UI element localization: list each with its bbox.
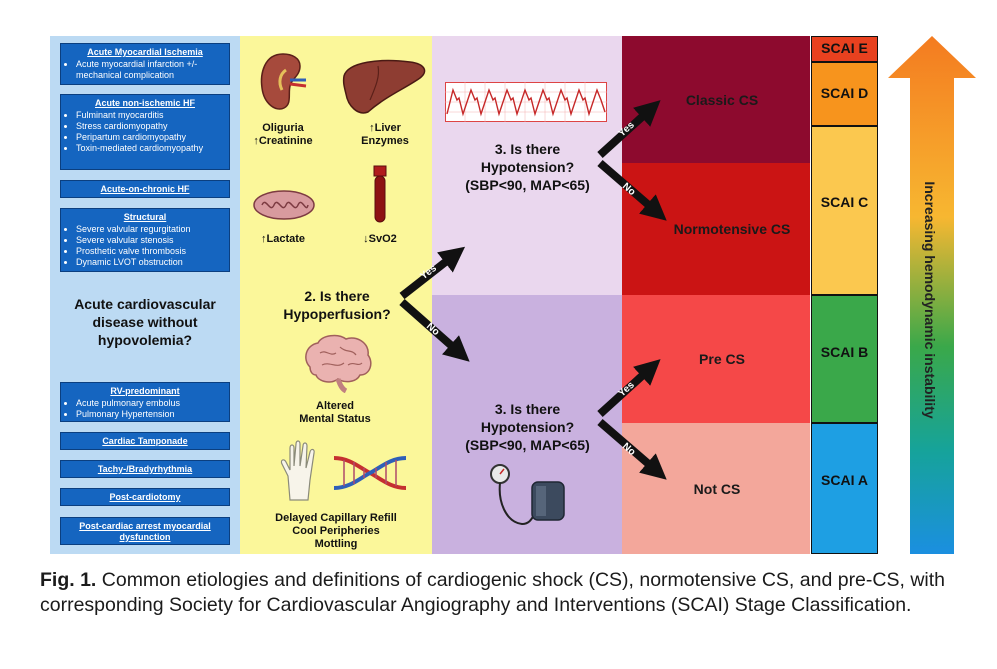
etiology-item: Dynamic LVOT obstruction (76, 257, 224, 268)
question-line: Hypotension? (480, 159, 575, 175)
etiology-item: Toxin-mediated cardiomyopathy (76, 143, 224, 154)
mental-status-label: Altered Mental Status (270, 400, 400, 426)
etiology-arrhythmia: Tachy-/Bradyrhythmia (60, 460, 230, 478)
etiology-item: Severe valvular regurgitation (76, 224, 224, 235)
question-line: (SBP<90, MAP<65) (465, 437, 590, 453)
question-line: 2. Is there (304, 288, 370, 304)
etiology-item: Peripartum cardiomyopathy (76, 132, 224, 143)
question-line: Hypotension? (480, 419, 575, 435)
question-hypotension-top: 3. Is there Hypotension? (SBP<90, MAP<65… (440, 140, 615, 194)
sign-line: Cool Peripheries (292, 525, 380, 537)
kidney-icon (260, 53, 307, 110)
question-hypotension-bottom: 3. Is there Hypotension? (SBP<90, MAP<65… (440, 400, 615, 454)
etiology-title: Post-cardiac arrest myocardial dysfuncti… (79, 521, 211, 542)
etiology-title: Post-cardiotomy (109, 492, 181, 502)
svo2-label: ↓SvO2 (363, 233, 397, 245)
capillary-icon (333, 456, 407, 490)
scai-stage-b: SCAI B (811, 295, 878, 423)
lactate-label: ↑Lactate (260, 233, 306, 245)
question-acute-cv-disease: Acute cardiovascular disease without hyp… (55, 295, 235, 349)
etiology-title: Acute-on-chronic HF (100, 184, 190, 194)
question-line: hypovolemia? (97, 332, 193, 348)
sign-line: Enzymes (361, 135, 409, 147)
etiology-structural: Structural Severe valvular regurgitation… (60, 208, 230, 272)
etiology-post-cardiotomy: Post-cardiotomy (60, 488, 230, 506)
sign-line: Delayed Capillary Refill (275, 512, 397, 524)
etiology-post-cardiac-arrest: Post-cardiac arrest myocardial dysfuncti… (60, 517, 230, 545)
brain-icon (305, 334, 372, 393)
outcome-not-cs: Not CS (693, 481, 741, 497)
etiology-item: Acute pulmonary embolus (76, 398, 224, 409)
instability-gradient-arrow (888, 36, 976, 554)
figure-caption: Fig. 1. Common etiologies and definition… (40, 568, 990, 618)
etiology-rv-predominant: RV-predominant Acute pulmonary embolus P… (60, 382, 230, 422)
etiology-item: Fulminant myocarditis (76, 110, 224, 121)
peripheral-signs-label: Delayed Capillary Refill Cool Peripherie… (250, 512, 422, 551)
etiology-item: Stress cardiomyopathy (76, 121, 224, 132)
scai-stage-d: SCAI D (811, 62, 878, 126)
question-hypoperfusion: 2. Is there Hypoperfusion? (262, 287, 412, 323)
sign-line: ↑Liver (369, 122, 401, 134)
etiology-acute-on-chronic-hf: Acute-on-chronic HF (60, 180, 230, 198)
etiology-acute-nonischemic-hf: Acute non-ischemic HF Fulminant myocardi… (60, 94, 230, 170)
question-line: 3. Is there (494, 401, 561, 417)
etiology-cardiac-tamponade: Cardiac Tamponade (60, 432, 230, 450)
figure-label: Fig. 1. (40, 569, 97, 591)
etiology-acute-myocardial-ischemia: Acute Myocardial Ischemia Acute myocardi… (60, 43, 230, 85)
etiology-title: RV-predominant (110, 386, 180, 396)
blood-tube-icon (373, 165, 387, 223)
liver-enzymes-label: ↑Liver Enzymes (350, 122, 420, 148)
figure-caption-text: Common etiologies and definitions of car… (40, 569, 945, 616)
question-line: Acute cardiovascular (74, 296, 216, 312)
outcome-normotensive-cs: Normotensive CS (673, 221, 791, 237)
liver-icon (342, 59, 426, 114)
mitochondria-icon (253, 190, 315, 220)
etiology-item: Acute myocardial infarction +/- mechanic… (76, 59, 224, 81)
outcome-classic-cs: Classic CS (685, 92, 759, 108)
instability-label: Increasing hemodynamic instability (922, 181, 938, 419)
scai-stage-e: SCAI E (811, 36, 878, 62)
etiology-item: Pulmonary Hypertension (76, 409, 224, 420)
scai-stage-a: SCAI A (811, 423, 878, 554)
sign-line: Mental Status (299, 413, 371, 425)
sign-line: ↑Creatinine (253, 135, 313, 147)
arterial-waveform-icon (445, 82, 607, 122)
scai-stage-c: SCAI C (811, 126, 878, 295)
outcome-pre-cs: Pre CS (699, 351, 745, 367)
blood-pressure-cuff-icon (490, 464, 565, 526)
etiology-item: Prosthetic valve thrombosis (76, 246, 224, 257)
question-line: 3. Is there (494, 141, 561, 157)
etiology-title: Cardiac Tamponade (102, 436, 188, 446)
sign-line: Altered (316, 400, 354, 412)
etiology-item: Severe valvular stenosis (76, 235, 224, 246)
question-line: (SBP<90, MAP<65) (465, 177, 590, 193)
etiology-title: Acute non-ischemic HF (94, 98, 195, 108)
etiology-title: Acute Myocardial Ischemia (87, 47, 203, 57)
oliguria-label: Oliguria ↑Creatinine (248, 122, 318, 148)
question-line: disease without (92, 314, 198, 330)
etiology-title: Tachy-/Bradyrhythmia (97, 464, 193, 474)
question-line: Hypoperfusion? (283, 306, 391, 322)
etiology-title: Structural (123, 212, 167, 222)
hand-icon (280, 440, 315, 501)
sign-line: Mottling (314, 538, 358, 550)
sign-line: Oliguria (262, 122, 304, 134)
